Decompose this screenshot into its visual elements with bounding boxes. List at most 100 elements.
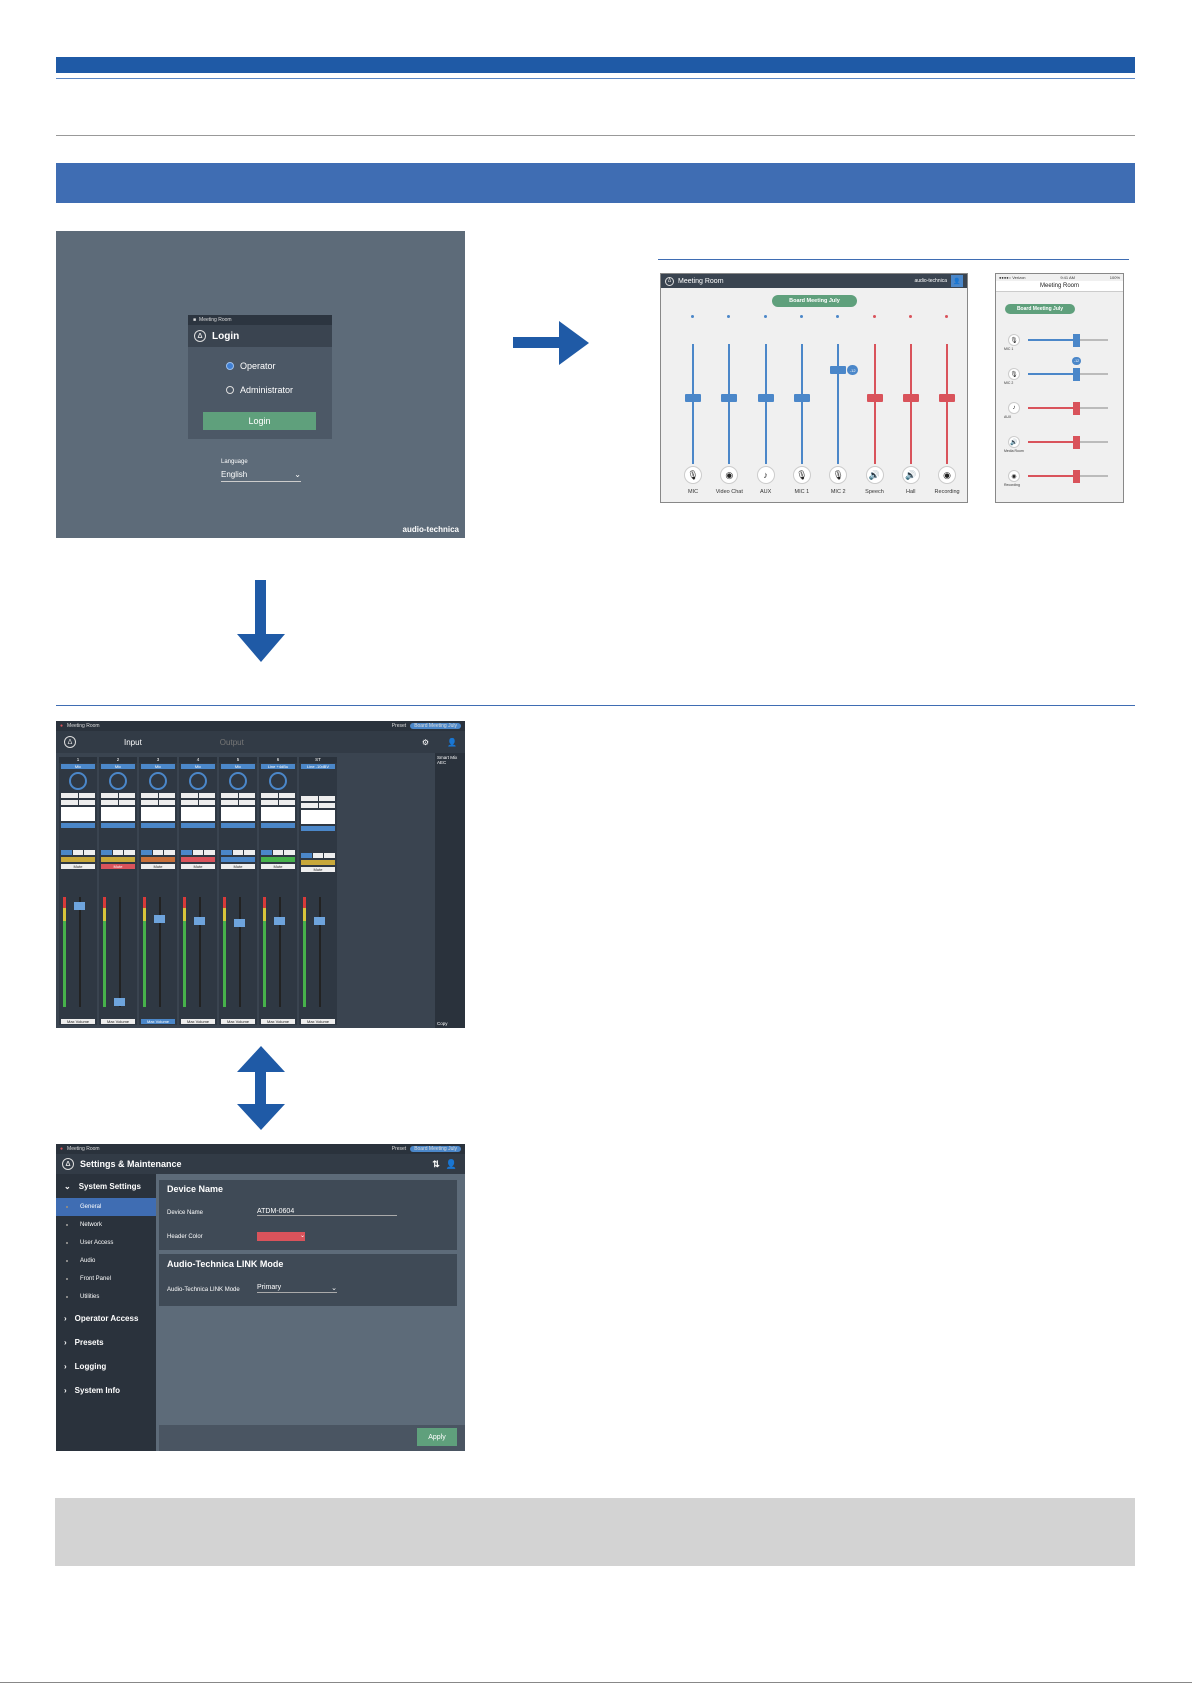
tab-input[interactable]: Input	[124, 737, 142, 747]
routing-button[interactable]	[141, 823, 175, 828]
channel-icon[interactable]: 🎙	[829, 466, 848, 484]
toggle-row[interactable]	[301, 796, 335, 801]
fader-knob[interactable]	[1073, 402, 1080, 415]
toggle-row[interactable]	[261, 800, 295, 805]
fader-knob[interactable]	[1073, 436, 1080, 449]
fader-channel[interactable]: 🎙MIC 2-12	[823, 314, 859, 499]
mute-button[interactable]: Mute	[101, 864, 135, 869]
gain-dial[interactable]	[109, 772, 127, 790]
routing-button[interactable]	[181, 823, 215, 828]
mute-button[interactable]: Mute	[221, 864, 255, 869]
toggle-row[interactable]	[101, 793, 135, 798]
max-volume-button[interactable]: Max Volume	[221, 1019, 255, 1024]
device-name-input[interactable]: ATDM-0604	[257, 1208, 397, 1216]
input-type-select[interactable]: Mic	[61, 764, 95, 769]
max-volume-button[interactable]: Max Volume	[101, 1019, 135, 1024]
phone-channel-row[interactable]: 🔊Media Room	[1004, 431, 1114, 461]
group-buttons[interactable]	[261, 850, 296, 855]
toggle-row[interactable]	[141, 800, 175, 805]
fader-knob[interactable]	[194, 917, 205, 926]
phone-channel-row[interactable]: ♪AUX	[1004, 397, 1114, 427]
mute-button[interactable]: Mute	[181, 864, 215, 869]
sidebar-item-network[interactable]: Network	[56, 1216, 156, 1234]
max-volume-button[interactable]: Max Volume	[141, 1019, 175, 1024]
fader-channel[interactable]: 🎙MIC	[678, 314, 708, 499]
fader-knob[interactable]	[830, 366, 847, 375]
toggle-row[interactable]	[141, 793, 175, 798]
aec-link[interactable]: AEC	[437, 760, 447, 765]
channel-icon[interactable]: ♪	[756, 466, 775, 484]
gain-dial[interactable]	[269, 772, 287, 790]
fader-knob[interactable]	[314, 917, 325, 926]
login-button[interactable]: Login	[203, 412, 316, 430]
mute-button[interactable]: Mute	[61, 864, 95, 869]
link-mode-select[interactable]: Primary⌄	[257, 1284, 337, 1293]
preset-pill[interactable]: Board Meeting July	[772, 295, 857, 307]
toggle-row[interactable]	[181, 800, 215, 805]
radio-icon[interactable]	[226, 386, 234, 394]
fader-channel[interactable]: ♪AUX	[751, 314, 781, 499]
fader-knob[interactable]	[154, 915, 165, 923]
apply-button[interactable]: Apply	[417, 1428, 457, 1446]
sidebar-group-system-info[interactable]: ›System Info	[64, 1385, 121, 1395]
fader-knob[interactable]	[721, 394, 738, 402]
mute-button[interactable]: Mute	[141, 864, 175, 869]
eq-graph[interactable]	[61, 807, 95, 821]
eq-graph[interactable]	[101, 807, 135, 821]
fader-knob[interactable]	[274, 917, 285, 926]
toggle-row[interactable]	[181, 793, 215, 798]
fader-knob[interactable]	[74, 901, 85, 910]
radio-selected-icon[interactable]	[226, 362, 234, 370]
channel-icon[interactable]: 🔊	[1008, 436, 1020, 448]
fader-knob[interactable]	[1073, 368, 1080, 381]
sidebar-item-user-access[interactable]: User Access	[56, 1234, 156, 1252]
routing-button[interactable]	[101, 823, 135, 828]
fader-knob[interactable]	[1073, 470, 1080, 483]
routing-button[interactable]	[221, 823, 255, 828]
channel-icon[interactable]: 🎙	[792, 466, 811, 484]
fader-knob[interactable]	[902, 394, 919, 402]
gain-dial[interactable]	[189, 772, 207, 790]
phone-channel-row[interactable]: ◉Recording	[1004, 465, 1114, 495]
user-icon[interactable]: 👤	[447, 737, 457, 747]
channel-icon[interactable]: 🎙	[1008, 368, 1020, 380]
channel-icon[interactable]: 🎙	[1008, 334, 1020, 346]
toggle-row[interactable]	[101, 800, 135, 805]
fader-channel[interactable]: 🔊Hall	[896, 314, 926, 499]
copy-link[interactable]: Copy	[437, 1021, 448, 1026]
toggle-row[interactable]	[61, 800, 95, 805]
input-type-select[interactable]: Line -10dBV	[301, 764, 335, 769]
routing-button[interactable]	[61, 823, 95, 828]
eq-graph[interactable]	[141, 807, 175, 821]
fader-knob[interactable]	[685, 394, 701, 402]
gain-dial[interactable]	[149, 772, 167, 790]
channel-icon[interactable]: ◉	[1008, 470, 1020, 482]
group-buttons[interactable]	[301, 853, 336, 858]
group-buttons[interactable]	[141, 850, 176, 855]
mixer-icon[interactable]: ⇅	[432, 1158, 440, 1169]
sidebar-item-general[interactable]: General	[56, 1198, 156, 1216]
group-buttons[interactable]	[61, 850, 96, 855]
channel-icon[interactable]: 🔊	[865, 466, 884, 484]
sidebar-group-operator-access[interactable]: ›Operator Access	[64, 1313, 139, 1323]
sidebar-item-utilities[interactable]: Utilities	[56, 1288, 156, 1306]
sidebar-group-presets[interactable]: ›Presets	[64, 1337, 104, 1347]
channel-icon[interactable]: ◉	[720, 466, 739, 484]
eq-graph[interactable]	[221, 807, 255, 821]
routing-button[interactable]	[301, 826, 335, 831]
max-volume-button[interactable]: Max Volume	[261, 1019, 295, 1024]
toggle-row[interactable]	[261, 793, 295, 798]
fader-channel[interactable]: ◉Video Chat	[714, 314, 744, 499]
gain-dial[interactable]	[69, 772, 87, 790]
input-type-select[interactable]: Mic	[141, 764, 175, 769]
group-buttons[interactable]	[221, 850, 256, 855]
group-buttons[interactable]	[101, 850, 136, 855]
toggle-row[interactable]	[221, 800, 255, 805]
administrator-option[interactable]: Administrator	[226, 385, 293, 395]
eq-graph[interactable]	[261, 807, 295, 821]
routing-button[interactable]	[261, 823, 295, 828]
channel-icon[interactable]: 🔊	[901, 466, 920, 484]
toggle-row[interactable]	[301, 803, 335, 808]
fader-channel[interactable]: 🔊Speech	[860, 314, 890, 499]
tab-output[interactable]: Output	[219, 737, 244, 747]
